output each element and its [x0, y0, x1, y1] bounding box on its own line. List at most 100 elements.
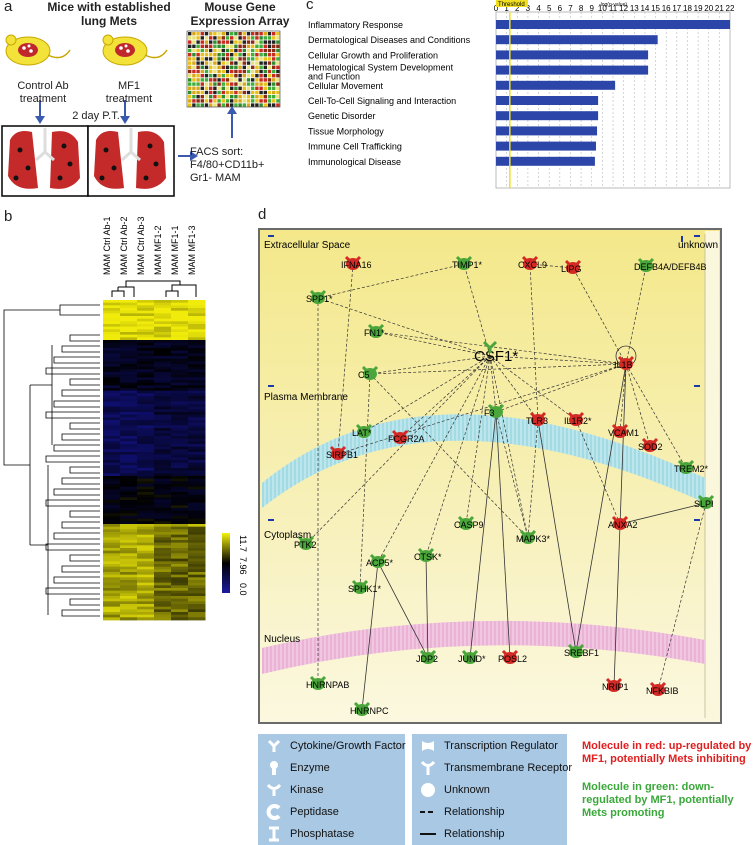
legend-enzyme: Enzyme	[266, 760, 330, 776]
node-label: TLR3	[526, 416, 548, 426]
legend-left-box	[258, 734, 405, 845]
panel-c-label: c	[306, 0, 314, 13]
edge-solid	[619, 502, 707, 526]
peptidase-icon	[266, 804, 281, 820]
compartment-nucleus: Nucleus	[264, 634, 300, 645]
threshold-label: Threshold	[498, 2, 525, 8]
green-note-line2: regulated by MF1, potentially	[582, 794, 734, 806]
edge-solid	[361, 561, 380, 711]
node-label: SPP1*	[306, 294, 333, 304]
node-casp9: CASP9	[454, 515, 484, 530]
chart-x-tick: 10	[598, 4, 607, 13]
node-label: C5	[358, 370, 370, 380]
node-label: CTSK*	[414, 552, 442, 562]
node-tlr3: TLR3	[526, 411, 548, 426]
legend-right-box	[412, 734, 567, 845]
chart-bar	[496, 65, 649, 75]
chart-bar	[496, 35, 658, 45]
edge-dashed	[337, 363, 627, 455]
node-ifna16: IFNA16	[341, 255, 372, 270]
node-label: LAT*	[352, 428, 372, 438]
node-c5: C5	[358, 365, 379, 380]
transcription-regulator-icon	[422, 741, 434, 751]
edge-dashed	[656, 502, 707, 691]
colorbar-tick-low: 0.0	[238, 583, 248, 596]
chart-bar	[496, 126, 598, 136]
post-treatment-label: 2 day P.T.	[72, 110, 120, 122]
chart-x-tick: 14	[640, 4, 649, 13]
node-il1r2: IL1R2*	[564, 411, 592, 426]
chart-x-tick: 17	[672, 4, 681, 13]
edge-solid	[536, 419, 577, 653]
chart-category-label: Hematological System Development	[308, 63, 454, 73]
chart-x-tick: 9	[590, 4, 595, 13]
legend-enzyme-label: Enzyme	[290, 762, 330, 774]
legend-kinase: Kinase	[266, 782, 324, 798]
chart-category-label: and Function	[308, 72, 360, 82]
node-label: SIRPB1	[326, 450, 358, 460]
dashed-line-icon	[420, 811, 436, 813]
edge-solid	[493, 411, 511, 659]
chart-category-label: Dermatological Diseases and Conditions	[308, 35, 471, 45]
heatmap-column-label: MAM MF1-3	[187, 226, 197, 276]
node-label: MAPK3*	[516, 534, 551, 544]
edge-dashed	[489, 355, 627, 366]
node-hnrnpab: HNRNPAB	[306, 675, 349, 690]
node-label: ANXA2	[608, 520, 638, 530]
edge-dashed	[317, 297, 491, 357]
legend-cytokine: Cytokine/Growth Factor	[266, 738, 406, 754]
chart-x-tick: 5	[547, 4, 552, 13]
node-ctsk: CTSK*	[414, 547, 442, 562]
node-f3: F3	[484, 403, 505, 418]
colorbar-tick-mid: 7.96	[238, 557, 248, 575]
edge-dashed	[375, 330, 627, 365]
chart-x-tick: 21	[715, 4, 724, 13]
heatmap-rows	[103, 300, 206, 621]
node-label: DEFB4A/DEFB4B	[634, 262, 707, 272]
node-label: IFNA16	[341, 260, 372, 270]
compartment-extracellular: Extracellular Space	[264, 240, 351, 251]
edge-dashed	[575, 419, 621, 525]
unknown-circle-icon	[421, 783, 435, 797]
heatmap-column-label: MAM Ctrl Ab-3	[136, 216, 146, 275]
colorbar	[222, 533, 230, 593]
node-acp5: ACP5*	[366, 553, 394, 568]
threshold-label-box	[496, 0, 528, 7]
edge-dashed	[625, 363, 687, 469]
node-sirpb1: SIRPB1	[326, 445, 358, 460]
node-sod2: SOD2	[638, 437, 663, 452]
green-note-line3: Mets promoting	[582, 807, 665, 819]
legend-transcription-label: Transcription Regulator	[444, 740, 558, 752]
edge-dashed	[377, 355, 491, 563]
chart-x-tick: 20	[704, 4, 713, 13]
chart-bar	[496, 50, 649, 60]
mouse-control-illustration	[5, 34, 71, 66]
network-edges	[305, 262, 707, 711]
legend-unknown-label: Unknown	[444, 784, 490, 796]
edge-dashed	[529, 263, 574, 270]
node-label: TIMP1*	[452, 260, 483, 270]
node-label: NFKBIB	[646, 686, 679, 696]
node-nrip1: NRIP1	[602, 677, 629, 692]
edge-dashed	[625, 265, 648, 365]
row-dendrogram	[3, 304, 100, 617]
node-cxcl9: CXCL9	[518, 255, 547, 270]
legend-relationship-dashed: Relationship	[420, 804, 505, 820]
legend-relationship-solid: Relationship	[420, 826, 505, 842]
node-label: SPHK1*	[348, 584, 382, 594]
heatmap-column-label: MAM MF1-1	[170, 226, 180, 276]
chart-x-label: -log(p-value)	[599, 2, 627, 8]
chart-category-label: Cellular Movement	[308, 81, 384, 91]
legend-transcription: Transcription Regulator	[420, 738, 558, 754]
legend-relationship-dashed-label: Relationship	[444, 806, 505, 818]
lung-control-illustration	[8, 128, 80, 189]
legend-phosphatase-label: Phosphatase	[290, 828, 355, 840]
chart-x-tick: 15	[651, 4, 660, 13]
edge-dashed	[625, 363, 652, 447]
chart-category-label: Tissue Morphology	[308, 126, 384, 136]
legend-phosphatase: Phosphatase	[266, 826, 354, 842]
chart-x-tick: 16	[662, 4, 671, 13]
node-anxa2: ANXA2	[608, 515, 638, 530]
